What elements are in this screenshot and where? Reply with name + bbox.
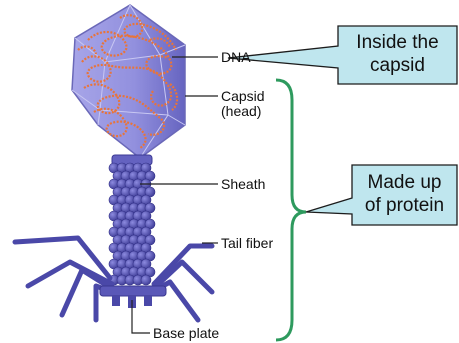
label-capsid-line2: (head) bbox=[221, 104, 265, 119]
tail-sheath bbox=[109, 163, 155, 285]
base-plate bbox=[100, 286, 166, 308]
callout-protein-line2: of protein bbox=[352, 194, 457, 217]
callout-protein-line1: Made up bbox=[352, 171, 457, 194]
label-sheath: Sheath bbox=[221, 177, 265, 192]
capsid-head bbox=[72, 5, 185, 158]
label-capsid-line1: Capsid bbox=[221, 89, 265, 104]
label-base-plate: Base plate bbox=[153, 326, 219, 341]
callout-inside-line2: capsid bbox=[338, 54, 457, 77]
callout-protein-text: Made up of protein bbox=[352, 171, 457, 217]
label-tail-fiber: Tail fiber bbox=[221, 236, 273, 251]
label-dna: DNA bbox=[221, 50, 251, 65]
callout-inside-line1: Inside the bbox=[338, 31, 457, 54]
label-capsid: Capsid (head) bbox=[221, 89, 265, 119]
sheath-bead bbox=[141, 275, 151, 285]
protein-bracket bbox=[276, 80, 306, 340]
callout-inside-text: Inside the capsid bbox=[338, 31, 457, 77]
